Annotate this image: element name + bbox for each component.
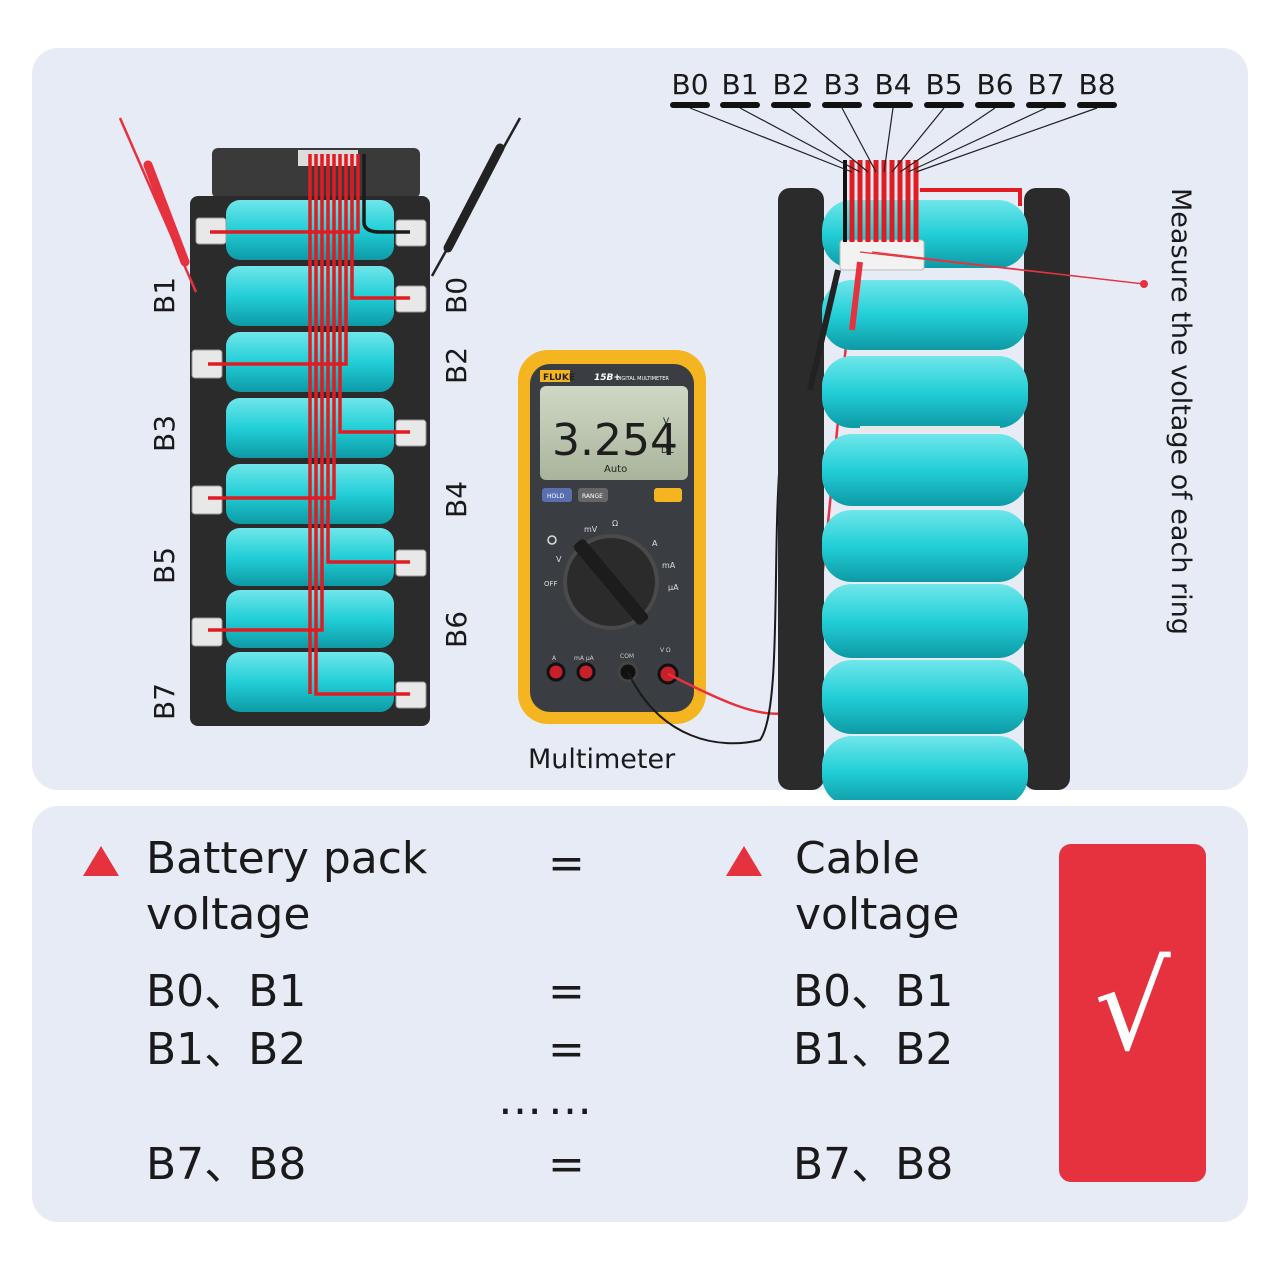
row-left: B0、B1 [146,966,307,1017]
black-probe-left [430,117,522,277]
yellow-button[interactable] [654,488,682,502]
input-jacks: A mA μA COM V Ω [546,647,679,685]
row-right: B7、B8 [793,1139,954,1190]
lcd-screen [540,386,688,480]
cable-label-b3: B3 [823,68,860,101]
cable-label-b8: B8 [1078,68,1115,101]
header-equals: = [548,838,585,889]
svg-text:V: V [556,555,562,564]
label-b6: B6 [440,611,473,648]
meter-model: 15B+ [594,373,621,383]
right-header-line1: Cable [795,833,920,884]
label-b3: B3 [148,415,181,452]
cable-label-b1: B1 [721,68,758,101]
meter-brand: FLUKE [543,373,575,383]
svg-text:V Ω: V Ω [660,647,671,654]
label-b5: B5 [148,547,181,584]
row-right: B1、B2 [793,1024,954,1075]
svg-text:COM: COM [620,653,634,660]
label-b2: B2 [440,347,473,384]
cable-label-b6: B6 [976,68,1013,101]
ellipsis: …… [498,1074,598,1125]
cable-label-b7: B7 [1027,68,1064,101]
svg-text:Ω: Ω [612,519,618,528]
multimeter: FLUKE 15B+ DIGITAL MULTIMETER 3.254 V DC… [518,350,706,724]
row-equals: = [548,1024,585,1075]
meter-model-desc: DIGITAL MULTIMETER [616,376,669,382]
range-button[interactable] [578,488,608,502]
row-equals: = [548,966,585,1017]
row-left: B1、B2 [146,1024,307,1075]
cable-fan-lines [689,107,1098,173]
svg-text:mA: mA [662,561,676,570]
warning-triangle-right-icon [726,846,762,876]
svg-text:A: A [652,539,658,548]
lcd-mode: Auto [604,464,627,475]
row-left: B7、B8 [146,1139,307,1190]
left-header-line2: voltage [146,889,311,940]
right-battery-pack [778,160,1148,800]
svg-text:mV: mV [584,525,598,534]
hold-button[interactable] [542,488,572,502]
cable-label-b2: B2 [772,68,809,101]
row-right: B0、B1 [793,966,954,1017]
red-probe-left [118,117,198,293]
cable-label-b5: B5 [925,68,962,101]
side-note: Measure the voltage of each ring [1165,188,1196,635]
svg-text:OFF: OFF [544,580,558,588]
right-cells [822,200,1028,800]
cable-label-b4: B4 [874,68,911,101]
comparison-panel [32,806,1248,1222]
lcd-unit-dc: DC [661,446,674,456]
label-b7: B7 [148,683,181,720]
hold-label: HOLD [547,493,565,500]
check-badge: √ [1059,844,1206,1182]
left-header-line1: Battery pack [146,833,428,884]
svg-text:mA μA: mA μA [574,655,595,662]
right-frame-left [778,188,824,790]
right-header-line2: voltage [795,889,960,940]
label-b0: B0 [440,277,473,314]
checkmark-icon: √ [1094,939,1171,1078]
multimeter-caption: Multimeter [528,744,676,775]
label-b1: B1 [148,277,181,314]
illustration: B1 B3 B5 B7 B0 B2 B4 B6 FLUKE 15B+ DIGIT… [118,68,1196,800]
left-battery-pack: B1 B3 B5 B7 B0 B2 B4 B6 [118,117,522,726]
range-label: RANGE [582,493,603,500]
svg-text:μA: μA [668,583,679,592]
cable-label-bars [670,102,1117,108]
label-b4: B4 [440,481,473,518]
svg-text:A: A [552,655,557,662]
right-frame-right [1024,188,1070,790]
cable-label-b0: B0 [671,68,708,101]
lcd-unit-v: V [663,417,670,427]
warning-triangle-left-icon [83,846,119,876]
row-equals: = [548,1139,585,1190]
lcd-reading: 3.254 [552,415,678,466]
